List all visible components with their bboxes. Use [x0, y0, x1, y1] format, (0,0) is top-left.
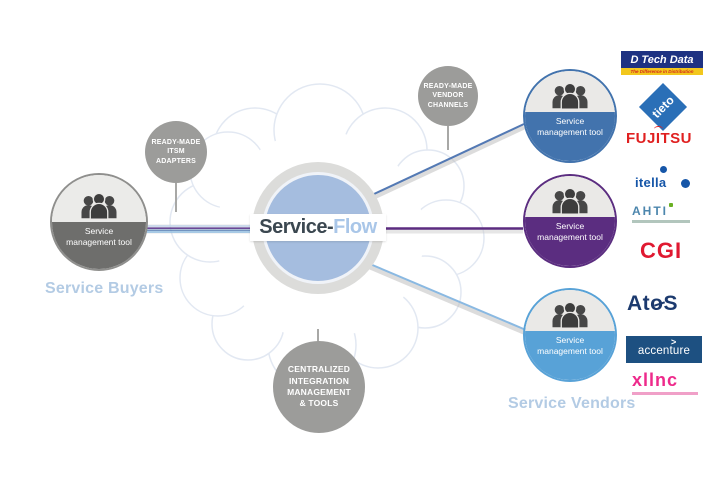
- accenture-logo: > accenture: [626, 336, 702, 363]
- itsm-adapters-bubble: READY-MADE ITSM ADAPTERS: [145, 121, 207, 183]
- xllnc-tagline-microtext: [632, 392, 698, 395]
- ahti-label: AHTI: [632, 204, 668, 218]
- people-icon: [81, 192, 117, 220]
- itsm-bubble-line: ADAPTERS: [155, 157, 197, 165]
- buyer-tool-circle: Service management tool: [50, 173, 148, 271]
- central-bubble-line: & TOOLS: [299, 398, 339, 409]
- connector-shadow-bottom: [369, 264, 527, 336]
- tech-data-logo: D Tech Data The Difference in Distributi…: [621, 51, 703, 75]
- fujitsu-infinity-mark: [654, 126, 663, 132]
- brand-banner: Service-Flow: [250, 214, 386, 241]
- itella-logo: itella: [635, 166, 697, 194]
- people-icon: [552, 83, 588, 111]
- channels-bubble-line: READY-MADE: [423, 83, 473, 91]
- tech-data-tagline: The Difference in Distribution: [621, 68, 703, 75]
- connector-vendor-bottom: [369, 263, 527, 331]
- xllnc-logo: xllnc: [632, 370, 698, 395]
- brand-name-hyphen: -: [326, 216, 334, 238]
- xllnc-label: xllnc: [632, 370, 679, 390]
- central-bubble-line: MANAGEMENT: [287, 387, 351, 397]
- people-icon: [552, 188, 588, 216]
- vendor-channels-bubble: READY-MADE VENDOR CHANNELS: [418, 66, 478, 126]
- itella-ball-icon: [681, 179, 690, 188]
- cgi-label: CGI: [640, 238, 683, 263]
- ahti-green-dot-icon: [669, 203, 673, 207]
- channels-bubble-line: VENDOR: [432, 92, 464, 100]
- itella-dot-icon: [660, 166, 667, 173]
- itella-label: itella: [635, 175, 667, 190]
- brand-name-secondary: Flow: [333, 216, 377, 238]
- brand-name-primary: Service: [259, 216, 327, 238]
- connector-vendor-top: [373, 123, 525, 195]
- vendor-top-tool-circle: Service management tool: [523, 69, 617, 163]
- tech-data-label: Tech Data: [641, 53, 694, 66]
- ahti-logo: AHTI: [632, 203, 694, 223]
- itsm-bubble-line: ITSM: [167, 148, 185, 156]
- atos-label: AtoS: [627, 292, 678, 315]
- channels-bubble-line: CHANNELS: [427, 101, 469, 109]
- vendor-bottom-tool-circle: Service management tool: [523, 288, 617, 382]
- cgi-logo: CGI: [640, 238, 682, 264]
- atos-logo: AtoS: [627, 292, 678, 316]
- people-icon: [552, 302, 588, 330]
- service-buyers-label: Service Buyers: [45, 280, 164, 297]
- central-bubble-line: CENTRALIZED: [287, 364, 351, 375]
- fujitsu-label: FUJITSU: [626, 130, 693, 147]
- centralized-integration-bubble: CENTRALIZED INTEGRATION MANAGEMENT & TOO…: [273, 341, 365, 433]
- fujitsu-logo: FUJITSU: [626, 126, 693, 147]
- tieto-logo: tieto: [638, 82, 688, 132]
- ahti-tagline-microtext: [632, 220, 690, 223]
- itsm-bubble-line: READY-MADE: [151, 139, 201, 147]
- tech-data-d-glyph: D: [630, 53, 639, 66]
- accenture-greater-than-mark: >: [671, 337, 677, 347]
- service-vendors-label: Service Vendors: [508, 395, 636, 412]
- central-bubble-line: INTEGRATION: [288, 375, 350, 386]
- connector-shadow-top: [372, 124, 526, 200]
- accenture-label: accenture: [637, 345, 691, 357]
- tech-data-box: D Tech Data: [621, 51, 703, 68]
- vendor-mid-tool-circle: Service management tool: [523, 174, 617, 268]
